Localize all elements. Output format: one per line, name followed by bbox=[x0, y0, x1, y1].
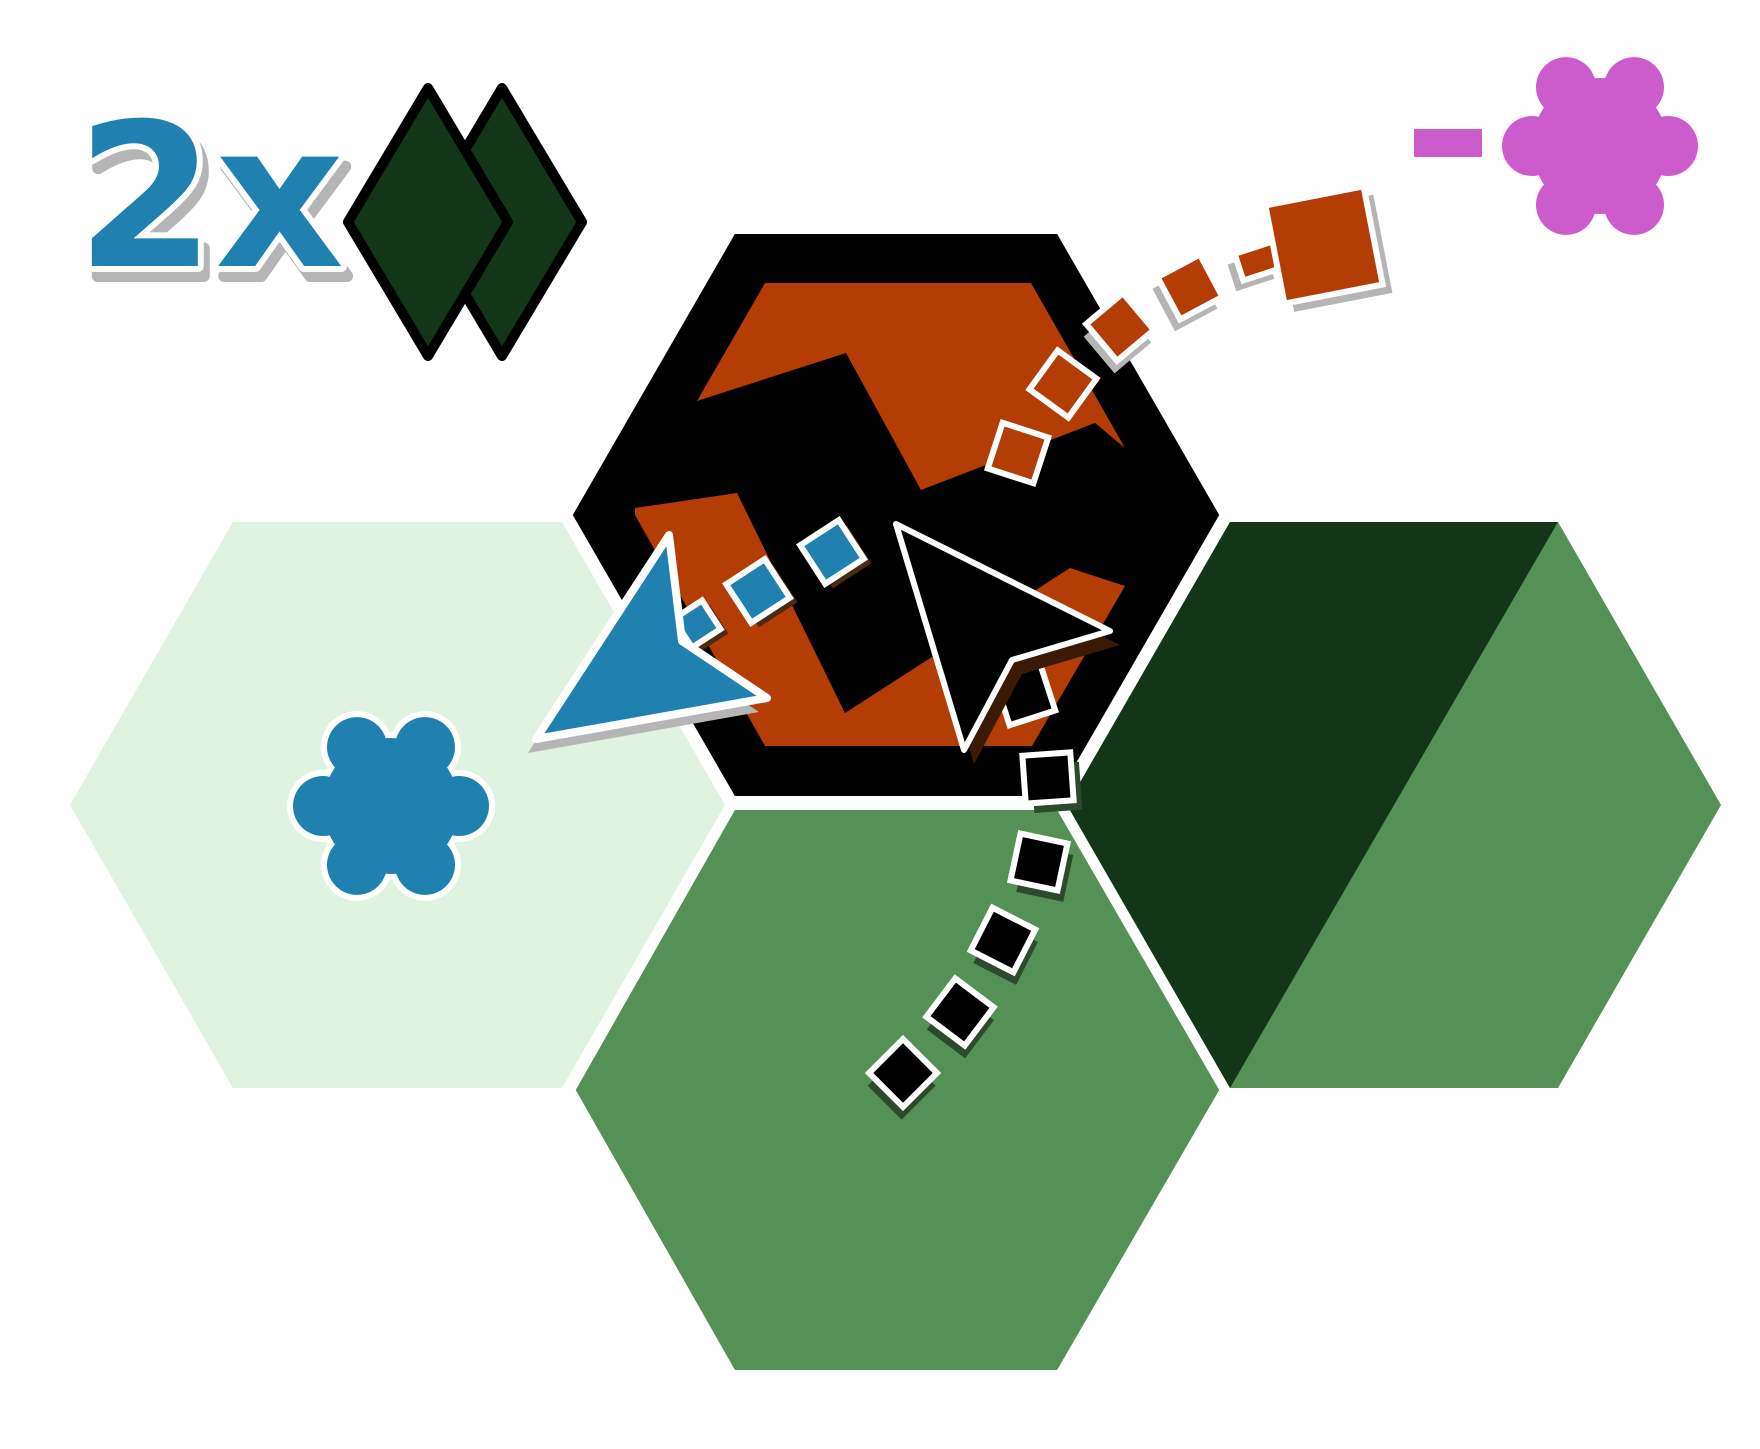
path-square bbox=[922, 974, 998, 1059]
magenta-flower-piece[interactable] bbox=[1502, 46, 1698, 246]
multiplier-label: 2x 2x bbox=[70, 75, 356, 330]
path-square bbox=[983, 418, 1053, 488]
path-square bbox=[796, 516, 872, 589]
path-square bbox=[1019, 749, 1083, 814]
path-square bbox=[1006, 829, 1074, 902]
path-square bbox=[1025, 346, 1101, 422]
orange-path bbox=[983, 237, 1286, 488]
path-square bbox=[864, 1034, 942, 1120]
path-square bbox=[1152, 250, 1227, 332]
black-arrow-piece[interactable] bbox=[893, 521, 1120, 764]
minus-icon bbox=[1414, 129, 1482, 157]
blue-arrow-piece[interactable] bbox=[528, 531, 771, 753]
double-diamond-icon bbox=[343, 83, 587, 361]
svg-text:2x: 2x bbox=[82, 91, 350, 324]
path-square bbox=[722, 555, 798, 628]
svg-text:2x: 2x bbox=[76, 81, 344, 314]
hex-tile-right[interactable] bbox=[1067, 522, 1721, 1088]
path-square bbox=[966, 903, 1040, 985]
blue-flower-piece[interactable] bbox=[287, 706, 495, 906]
path-square bbox=[1081, 288, 1159, 374]
orange-square-piece[interactable] bbox=[1261, 182, 1393, 314]
